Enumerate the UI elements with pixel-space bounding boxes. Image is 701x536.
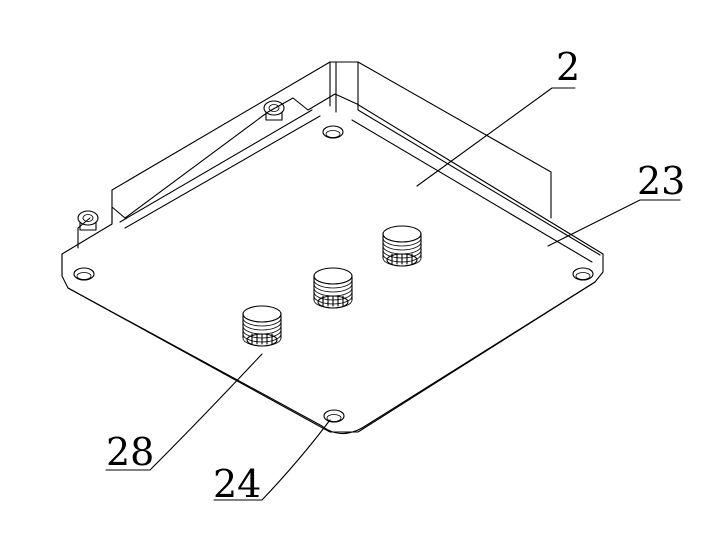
label-28: 28 bbox=[106, 430, 154, 474]
hole-right bbox=[572, 267, 594, 281]
inner-rail-4 bbox=[119, 109, 313, 223]
base-plate bbox=[61, 93, 604, 435]
threaded-connector bbox=[313, 267, 353, 309]
inner-rail-2 bbox=[351, 119, 593, 263]
leader-2 bbox=[416, 87, 576, 187]
plate-top-outline bbox=[61, 93, 604, 433]
hole-top bbox=[322, 125, 344, 139]
inner-rail-3 bbox=[124, 115, 321, 229]
leader-lines bbox=[105, 87, 681, 501]
plate-bottom-curve bbox=[321, 425, 363, 435]
hole-bottom bbox=[323, 409, 345, 423]
threaded-connector bbox=[242, 305, 282, 347]
threaded-connector bbox=[382, 225, 422, 267]
label-2: 2 bbox=[556, 45, 580, 89]
screw-left bbox=[77, 210, 99, 231]
housing-top-edge bbox=[329, 61, 552, 219]
inner-rail-1 bbox=[357, 109, 601, 256]
plate-lower-edge-left bbox=[67, 287, 323, 427]
label-24: 24 bbox=[213, 462, 261, 506]
leader-28 bbox=[105, 353, 263, 471]
label-23: 23 bbox=[637, 159, 685, 203]
housing bbox=[77, 61, 601, 263]
housing-front-wall bbox=[111, 61, 331, 191]
screw-right bbox=[263, 100, 285, 121]
threaded-connectors bbox=[242, 225, 422, 347]
mounting-holes bbox=[73, 125, 594, 423]
leader-24 bbox=[213, 419, 331, 501]
leader-23 bbox=[547, 199, 681, 247]
plate-lower-edge-right bbox=[361, 281, 596, 429]
housing-corner-post bbox=[335, 61, 359, 113]
hole-left bbox=[73, 267, 95, 281]
